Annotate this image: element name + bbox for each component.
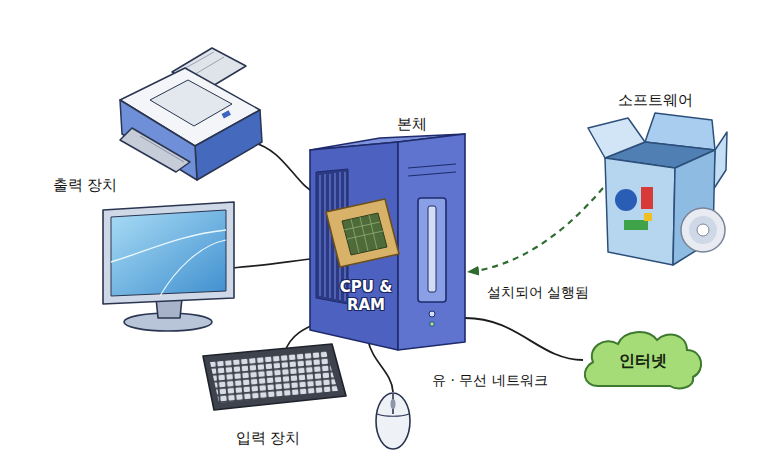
keyboard (203, 344, 346, 410)
install-arrow (468, 188, 603, 272)
edge-label: 설치되어 실행됨 (485, 284, 591, 302)
device-label: 출력 장치 (53, 176, 118, 195)
mouse (376, 393, 410, 449)
internet-cloud: 인터넷 (578, 325, 708, 393)
software-box-shape (585, 88, 730, 270)
cpu-label: CPU & RAM (334, 278, 398, 314)
printer (120, 48, 262, 180)
edge-label: 유 · 무선 네트워크 (430, 372, 550, 390)
network-cable (465, 318, 583, 360)
software-box: 소프트웨어 (585, 88, 730, 270)
case-heading: 본체 (397, 115, 427, 134)
computer-case: 본체 CPU & RAM (305, 112, 475, 357)
device-label: 입력 장치 (236, 429, 301, 448)
case-shape (305, 112, 475, 357)
monitor (103, 202, 234, 331)
cloud-label: 인터넷 (619, 351, 667, 371)
software-heading: 소프트웨어 (618, 91, 693, 110)
